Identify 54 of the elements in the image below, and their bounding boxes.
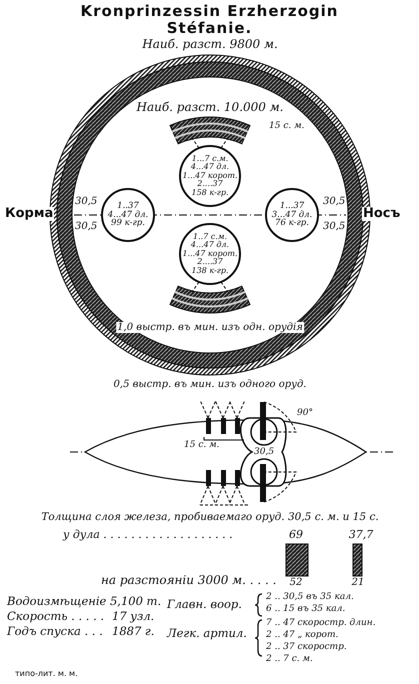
label: 37,7: [348, 529, 374, 542]
label: 30,5: [74, 221, 98, 232]
armament-text: 138 к-гр.: [192, 266, 228, 275]
gun-position-circle: [101, 188, 155, 242]
label: Носъ: [362, 207, 402, 222]
label: 30,5: [74, 196, 98, 207]
label: 69: [288, 529, 304, 542]
armament-text: 1...7 с.м.: [192, 155, 228, 164]
label: 21: [350, 577, 366, 588]
label: 15 с. м.: [268, 122, 306, 132]
gun-position-circle: [265, 188, 319, 242]
label: Легк. артил.: [166, 627, 248, 640]
label: 15 с. м.: [183, 441, 220, 451]
label: Годъ спуска . . .: [6, 625, 104, 638]
label: 2 .. 7 с. м.: [265, 655, 314, 665]
armament-text: 2....37: [197, 180, 223, 189]
label: 30,5: [322, 221, 346, 232]
armament-text: 1..7 с.м.: [192, 233, 227, 242]
armament-text: 1...47 корот.: [182, 250, 238, 258]
armament-text: 1...37: [280, 202, 304, 211]
label: типо-лит. м. м.: [14, 670, 79, 679]
armament-text: 76 к-гр.: [275, 219, 309, 228]
armament-text: 2....37: [197, 258, 223, 267]
label: 2 .. 30,5 въ 35 кал.: [265, 593, 355, 603]
label: 30,5: [253, 448, 276, 458]
label: Водоизмѣщеніе 5,100 т.: [6, 595, 162, 608]
label: Толщина слоя железа, пробиваемаго оруд. 30,5 с. м. и 15 с.: [40, 512, 380, 524]
label: 17 узл.: [111, 610, 156, 623]
label: Главн. воор.: [166, 598, 243, 611]
label: 0,5 выстр. въ мин. изъ одного оруд.: [112, 379, 308, 390]
label: 6 .. 15 въ 35 кал.: [265, 605, 346, 615]
label: Скорость . . . . .: [6, 610, 106, 623]
label: 1,0 выстр. въ мин. изъ одн. орудія: [116, 322, 304, 333]
armament-text: 4...47 дл.: [190, 163, 230, 172]
armament-text: 158 к-гр.: [192, 188, 228, 197]
armament-text: 1...47 корот.: [182, 172, 238, 180]
label: 52: [288, 577, 304, 588]
label: 30,5: [322, 196, 346, 207]
label: 7 .. 47 скоростр. длин.: [265, 619, 377, 629]
label: 90°: [296, 409, 314, 419]
armament-text: 3...47 дл.: [272, 210, 312, 220]
title: Kronprinzessin Erzherzogin Stéfanie.: [80, 3, 340, 37]
armament-text: 99 к-гр.: [111, 219, 145, 228]
label: Наиб. разст. 9800 м.: [141, 38, 279, 52]
label: на разстояніи 3000 м. . . . .: [100, 574, 278, 588]
label: 2 .. 37 скоростр.: [265, 643, 348, 653]
label: 1887 г.: [111, 625, 156, 638]
label: Корма: [4, 207, 54, 222]
armament-text: 1..37: [117, 202, 139, 211]
label: 2 .. 47 „ корот.: [265, 631, 340, 641]
label: Наиб. разст. 10.000 м.: [136, 101, 284, 114]
armament-text: 4...47 дл.: [190, 241, 230, 250]
label: у дула . . . . . . . . . . . . . . . . . . .: [62, 529, 234, 542]
armament-text: 4...47 дл.: [108, 210, 148, 220]
